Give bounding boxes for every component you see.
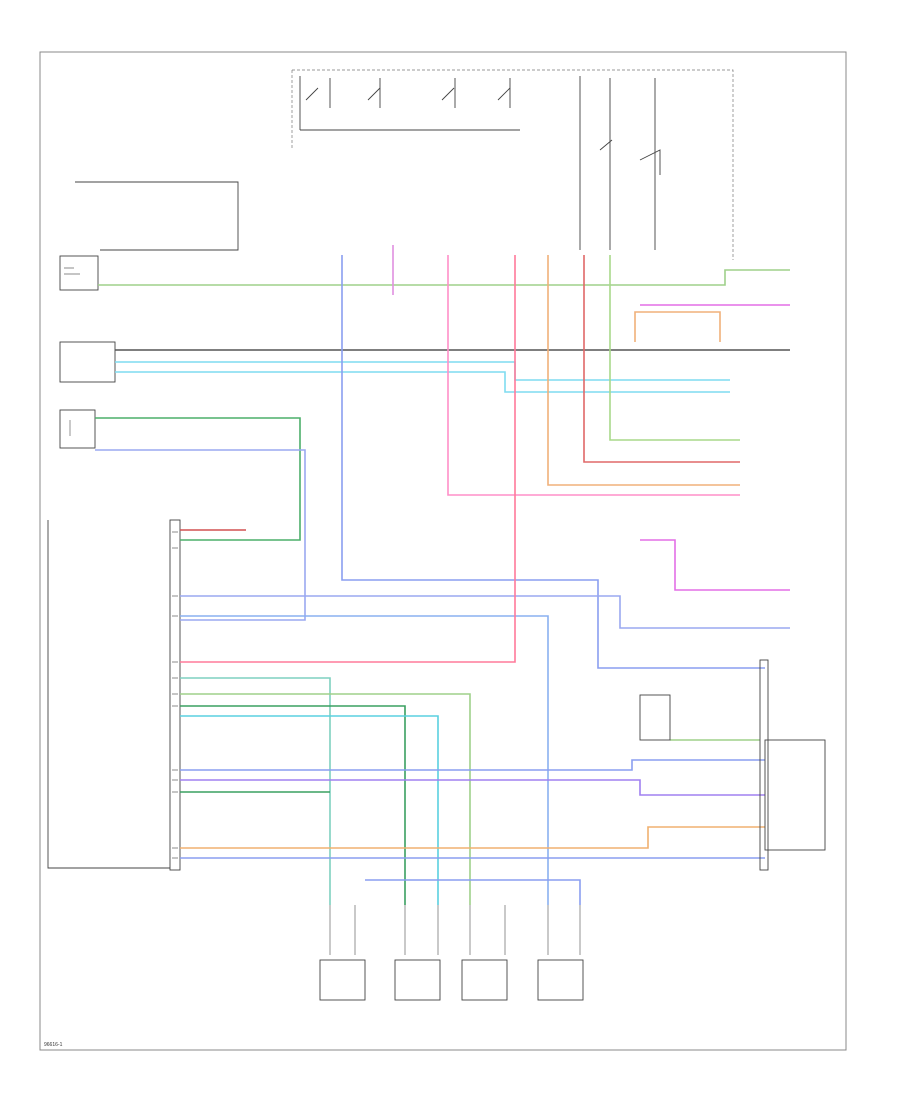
wire-green-mode: [180, 705, 406, 905]
wire-blue-bus-1: [180, 595, 790, 629]
wire-harness: [95, 245, 790, 905]
door-actuators: [319, 905, 584, 1001]
left-components: [59, 181, 239, 449]
actuator-2: [394, 905, 441, 1001]
wire-blue-blower-1: [180, 759, 765, 771]
figure-id-label: 96616-1: [44, 1042, 63, 1048]
actuator-3: [461, 905, 508, 1001]
actuator-4: [537, 905, 584, 1001]
wire-green-441: [95, 417, 301, 541]
wire-cyan-mode: [180, 715, 439, 905]
wire-green-panel: [180, 677, 331, 905]
actuator-1: [319, 905, 366, 1001]
wire-blue-420: [95, 449, 306, 621]
wire-lt-blue-2: [115, 371, 730, 393]
wire-purple-low: [640, 539, 790, 591]
wire-orange-blower: [180, 826, 765, 849]
wire-red: [583, 255, 740, 463]
wire-orange-long: [547, 255, 740, 486]
wire-green-air: [180, 693, 471, 905]
wire-lt-blue-1: [115, 361, 730, 381]
wire-green-yellow: [98, 269, 790, 286]
hvac-control-module: [47, 519, 181, 871]
wire-pink: [447, 255, 740, 496]
wire-blue-actuator-bus: [365, 879, 581, 905]
wire-blue-blower-2: [180, 779, 765, 796]
wire-orange: [634, 311, 721, 342]
wire-green-lt: [609, 255, 740, 441]
diagram-border: [39, 51, 847, 1051]
wire-blue-bus-2: [180, 615, 549, 905]
wire-red-turn: [180, 255, 516, 663]
fuse-box: [291, 69, 734, 260]
right-connectors: [639, 659, 826, 871]
wire-blue-long: [341, 255, 765, 669]
